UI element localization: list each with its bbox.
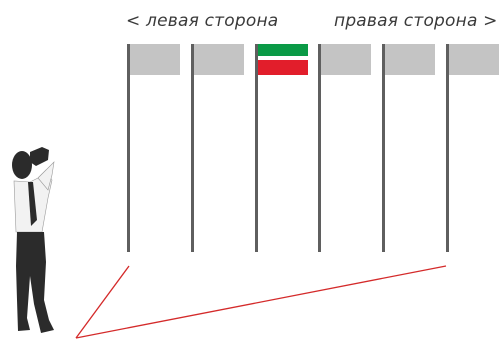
observer-arm — [37, 161, 55, 191]
flag-4-plain — [321, 44, 371, 75]
flag-3-red-stripe — [258, 60, 308, 75]
flag-pole-6 — [446, 44, 449, 252]
flag-3-green-stripe — [258, 44, 308, 56]
flag-pole-2 — [191, 44, 194, 252]
binoculars-icon — [30, 147, 49, 166]
right-side-label: правая сторона > — [334, 11, 498, 31]
flag-pole-1 — [127, 44, 130, 252]
left-side-label: < левая сторона — [126, 11, 279, 31]
flag-pole-4 — [318, 44, 321, 252]
flag-1-plain — [130, 44, 180, 75]
flag-pole-5 — [382, 44, 385, 252]
observer-head — [12, 151, 32, 179]
flag-poles — [127, 44, 499, 252]
flag-3-white-stripe — [258, 56, 308, 60]
sight-line-right — [75, 265, 447, 339]
observer-person — [12, 147, 55, 333]
flag-6-plain — [449, 44, 499, 75]
flag-2-plain — [194, 44, 244, 75]
observer-trousers — [16, 232, 54, 333]
flag-pole-3 — [255, 44, 258, 252]
flag-5-plain — [385, 44, 435, 75]
sight-line-left — [75, 265, 130, 339]
observer-tie — [28, 182, 37, 226]
